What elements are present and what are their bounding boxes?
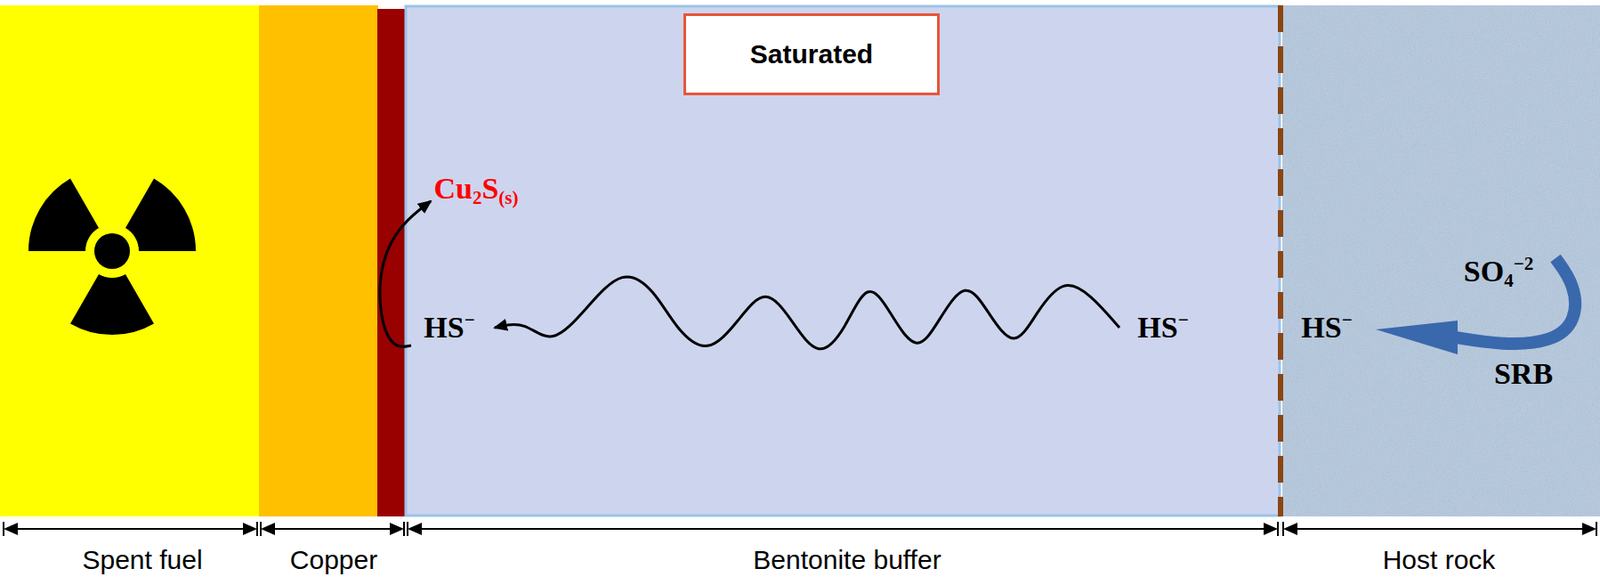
region-label: Spent fuel <box>81 544 203 574</box>
host-rock-region <box>1282 5 1600 517</box>
interface-line <box>1277 5 1284 517</box>
dimension-tick <box>403 521 405 536</box>
trefoil-center <box>94 233 130 269</box>
srb-arrowhead <box>1375 320 1458 355</box>
dimension-tick <box>1595 521 1598 536</box>
chemical-formula: HS− <box>423 309 475 344</box>
region-label: Host rock <box>1382 544 1496 574</box>
dimension-arrow <box>5 527 256 530</box>
state-label: Saturated <box>750 39 873 70</box>
bentonite-region <box>405 6 1280 516</box>
dimension-tick <box>2 521 5 536</box>
chemical-formula: SO4−2 <box>1463 253 1534 291</box>
dimension-arrow <box>262 527 403 530</box>
dimension-tick <box>259 521 262 536</box>
dimension-arrows <box>3 521 1597 536</box>
trefoil-blade <box>28 178 99 251</box>
region-label: Copper <box>290 544 378 574</box>
dimension-arrow <box>1284 527 1595 530</box>
dimension-arrow <box>409 527 1277 530</box>
dimension-tick <box>406 521 409 536</box>
copper-layer <box>258 5 379 517</box>
dimension-tick <box>1282 521 1285 536</box>
region-label: Bentonite buffer <box>752 544 941 574</box>
dimension-tick <box>256 521 259 536</box>
radiation-symbol <box>28 178 196 335</box>
spent-fuel-region <box>0 5 259 517</box>
reaction-arrow <box>379 201 431 347</box>
chemical-formula: HS− <box>1137 309 1188 344</box>
chemical-formula: HS− <box>1301 309 1352 344</box>
trefoil-blade <box>70 274 154 335</box>
corrosion-layer <box>377 8 406 517</box>
dimension-tick <box>1276 521 1279 536</box>
trefoil-blade <box>125 178 196 251</box>
state-box: Saturated <box>683 13 940 96</box>
flow-arrows <box>379 201 1576 355</box>
organism-label: SRB <box>1494 356 1553 390</box>
chemical-formula: Cu2S(s) <box>433 171 518 209</box>
diffusion-path <box>494 276 1120 349</box>
rock-texture <box>1282 5 1600 517</box>
